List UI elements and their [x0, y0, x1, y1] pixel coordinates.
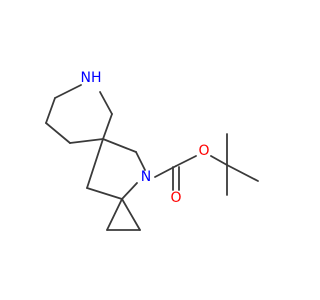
atom-labels: NH N O O: [81, 70, 210, 206]
bond-spiro-ch2-right: [102, 113, 113, 140]
bond-c-lower-spiro: [86, 138, 104, 189]
atom-label-n: N: [141, 169, 151, 185]
bonds: [45, 84, 259, 231]
bond-nh-ch2-left: [54, 84, 82, 99]
bond-o-tbu-c: [210, 155, 228, 166]
bond-tbu-me-right: [226, 164, 259, 182]
bond-ring-c2-c3: [45, 122, 71, 144]
bond-carbonyl-c-o-ether: [175, 155, 197, 167]
bond-ring-c1-c2: [45, 97, 56, 124]
bond-n-spiro-cp: [121, 182, 138, 200]
bond-cp-a-b: [106, 198, 123, 231]
atom-label-o-ether: O: [198, 143, 209, 159]
atom-label-o-carbonyl: O: [170, 190, 181, 206]
bond-spiro-c-upper: [102, 138, 137, 153]
molecule-structure: NH N O O: [45, 70, 259, 231]
bond-ring-c3-spiro: [69, 138, 104, 144]
atom-label-nh: NH: [81, 70, 102, 86]
bond-ch2-nh: [99, 91, 113, 115]
bond-c-upper-n: [135, 151, 146, 171]
bond-spiro-cp-c-lower: [86, 187, 123, 200]
bond-cp-c-a: [121, 198, 141, 231]
